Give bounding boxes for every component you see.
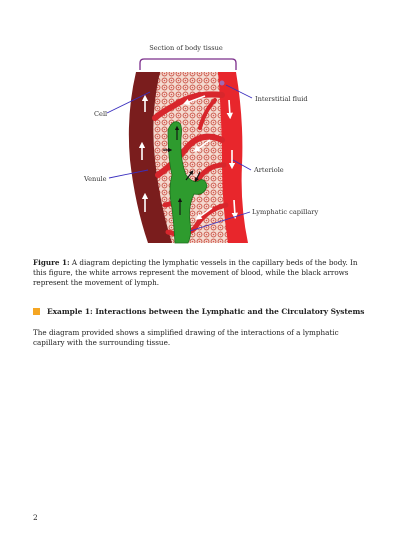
body-paragraph: The diagram provided shows a simplified …	[33, 328, 339, 347]
figure-label: Figure 1:	[33, 258, 70, 267]
figure-text: A diagram depicting the lymphatic vessel…	[33, 258, 358, 287]
label-venule: Venule	[83, 175, 107, 183]
figure-caption: Figure 1: A diagram depicting the lympha…	[33, 258, 369, 288]
label-interstitial-fluid: Interstitial fluid	[255, 95, 308, 103]
example-title: Example 1: Interactions between the Lymp…	[47, 307, 365, 316]
lymphatic-diagram: Section of body tissue	[83, 44, 318, 244]
page-number: 2	[33, 513, 38, 522]
lymph-flow-arrows	[163, 125, 201, 215]
label-arteriole: Arteriole	[253, 166, 284, 174]
blood-flow-arrows	[138, 94, 238, 220]
lymphatic-capillary	[167, 121, 208, 244]
label-section: Section of body tissue	[149, 44, 223, 52]
section-bracket	[139, 58, 237, 70]
label-pointers	[106, 84, 253, 232]
arteriole-vessel	[218, 72, 248, 243]
label-cell: Cell	[94, 110, 107, 118]
example-square-icon	[33, 308, 40, 315]
label-lymphatic-capillary: Lymphatic capillary	[252, 208, 318, 216]
venule-vessel	[128, 72, 172, 243]
example-heading: Example 1: Interactions between the Lymp…	[33, 307, 369, 316]
interstitial-fluid-marker	[219, 80, 225, 86]
